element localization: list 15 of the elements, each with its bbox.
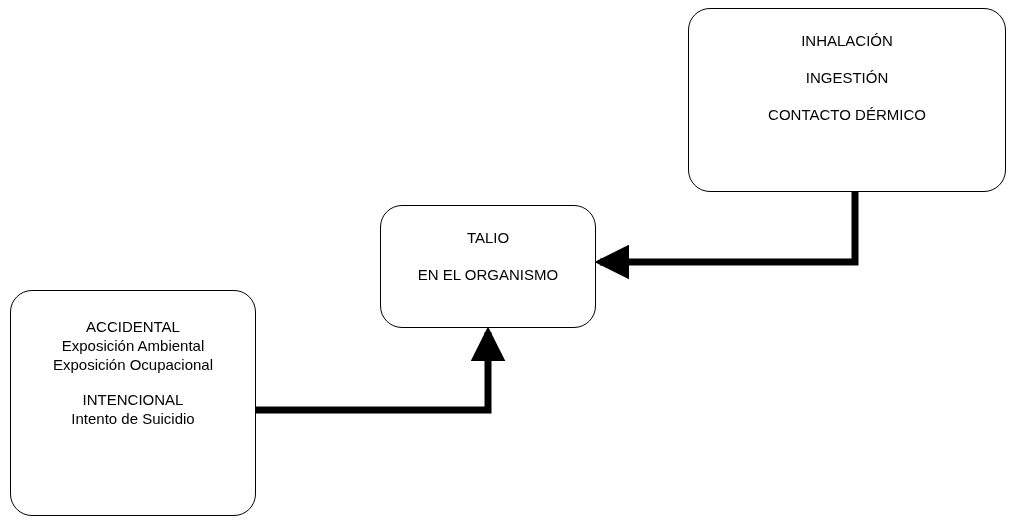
box-text: Exposición Ocupacional (52, 355, 214, 374)
box-text: INGESTIÓN (805, 68, 889, 87)
rounded-box (10, 290, 256, 516)
box-text: Exposición Ambiental (61, 336, 205, 355)
box-text: TALIO (466, 228, 510, 247)
arrow (256, 326, 506, 414)
box-text: EN EL ORGANISMO (417, 265, 559, 284)
box-text: INTENCIONAL (82, 390, 184, 409)
rounded-box (688, 8, 1006, 192)
box-text: INHALACIÓN (801, 31, 893, 50)
rounded-box (380, 205, 596, 328)
box-text: CONTACTO DÉRMICO (768, 105, 926, 124)
arrow (594, 192, 859, 280)
box-text: ACCIDENTAL (86, 317, 180, 336)
box-text: Intento de Suicidio (71, 409, 195, 428)
